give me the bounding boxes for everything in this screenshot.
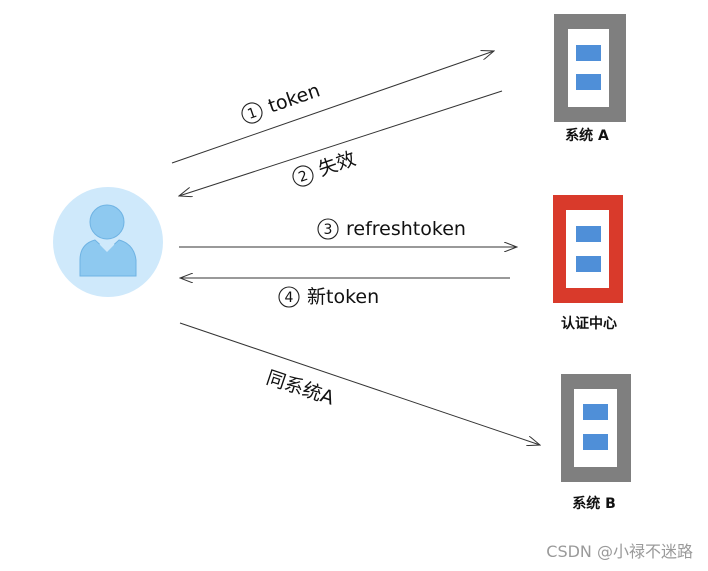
- server-slot: [576, 256, 601, 272]
- server-system-b: 系统 B: [561, 374, 631, 512]
- server-slot: [576, 45, 601, 61]
- step-2-label: 2 失效: [292, 148, 359, 187]
- server-auth-center-label: 认证中心: [561, 315, 617, 332]
- arrow-token-to-system-a: [171, 51, 494, 164]
- user-avatar-icon: [53, 187, 163, 297]
- server-slot: [576, 74, 601, 90]
- watermark-text: CSDN @小禄不迷路: [546, 542, 693, 561]
- arrow-to-system-b: [179, 322, 540, 445]
- step-4-text: 新token: [307, 286, 379, 308]
- arrow-expired-to-user: [179, 90, 503, 196]
- step-5-label: 同系统A: [264, 367, 337, 410]
- server-auth-center: 认证中心: [553, 195, 623, 332]
- step-4-label: 4 新token: [278, 286, 379, 308]
- server-system-b-label: 系统 B: [572, 495, 616, 512]
- server-system-a: 系统 A: [554, 14, 626, 144]
- step-1-text: token: [265, 79, 322, 117]
- server-slot: [583, 434, 608, 450]
- step-4-number: 4: [285, 290, 294, 306]
- step-5-text: 同系统A: [264, 367, 337, 410]
- step-3-text: refreshtoken: [346, 218, 466, 240]
- step-3-number: 3: [324, 222, 333, 238]
- server-system-a-label: 系统 A: [565, 127, 609, 144]
- server-slot: [576, 226, 601, 242]
- step-1-label: 1 token: [241, 79, 323, 124]
- server-slot: [583, 404, 608, 420]
- step-3-label: 3 refreshtoken: [317, 218, 466, 240]
- step-2-text: 失效: [315, 148, 358, 181]
